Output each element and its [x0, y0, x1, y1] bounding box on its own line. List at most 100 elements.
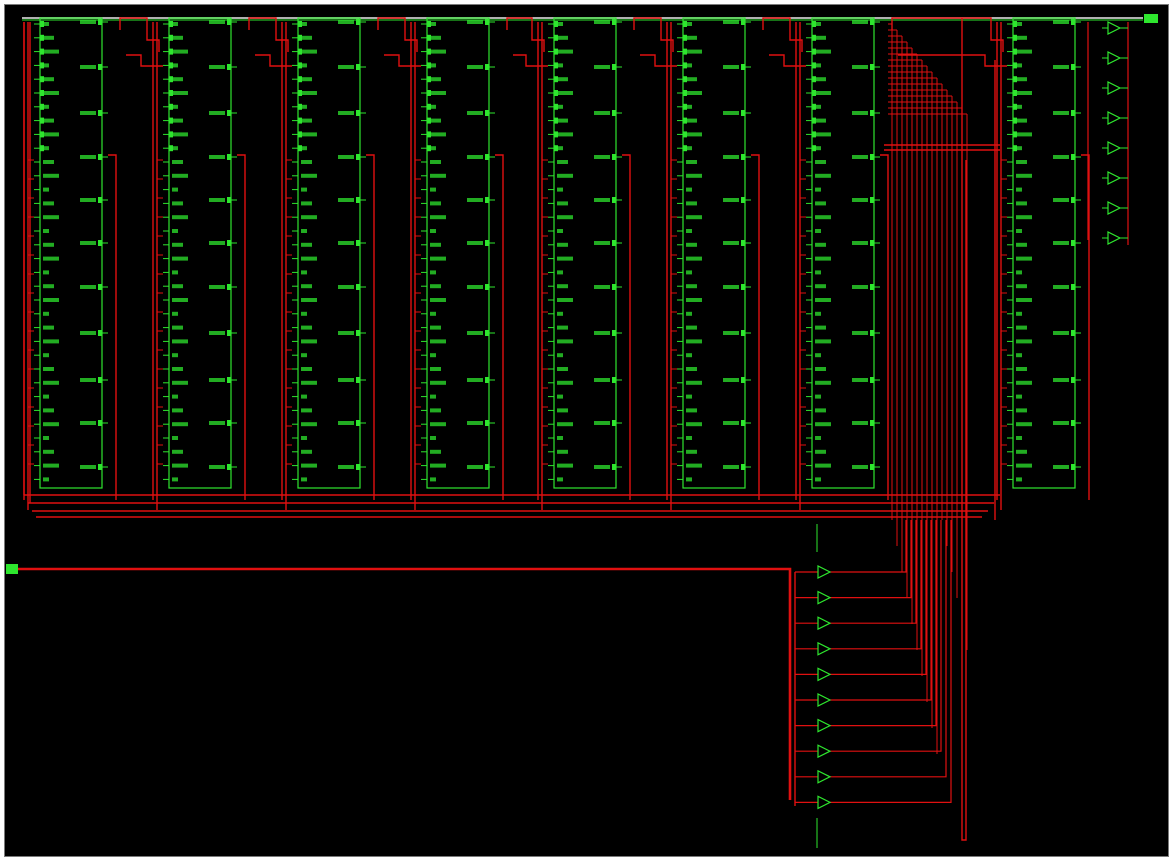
pin-square: [741, 377, 745, 383]
pin-square: [1013, 62, 1017, 69]
schematic-canvas[interactable]: [4, 4, 1169, 857]
pin-label-mark: [43, 118, 54, 123]
pin-square: [1071, 64, 1075, 70]
pin-label-mark: [815, 353, 821, 358]
pin-label-mark: [467, 111, 483, 115]
pin-label-mark: [686, 173, 702, 178]
pin-label-mark: [172, 229, 178, 233]
pin-square: [870, 197, 874, 203]
pin-square: [169, 34, 173, 41]
pin-square: [812, 131, 816, 138]
pin-square: [1071, 240, 1075, 246]
pin-square: [683, 103, 687, 110]
pin-square: [870, 420, 874, 426]
pin-label-mark: [815, 408, 826, 413]
cell-block: [34, 17, 108, 489]
buffer-output-wire: [830, 520, 942, 752]
pin-label-mark: [172, 408, 183, 413]
pin-square: [612, 330, 616, 336]
pin-square: [227, 284, 231, 290]
cell-block: [421, 17, 495, 489]
pin-square: [298, 21, 302, 27]
pin-label-mark: [338, 421, 354, 425]
pin-square: [485, 420, 489, 426]
pin-square: [554, 76, 558, 83]
pin-square: [356, 464, 360, 470]
pin-label-mark: [1016, 353, 1022, 358]
pin-label-mark: [815, 380, 831, 385]
pin-label-mark: [301, 201, 312, 206]
pin-label-mark: [557, 49, 573, 54]
chain-wire: [126, 54, 163, 67]
pin-label-mark: [430, 242, 441, 247]
pin-square: [683, 76, 687, 83]
pin-label-mark: [1016, 91, 1032, 95]
pin-label-mark: [1016, 118, 1027, 123]
pin-label-mark: [467, 285, 483, 289]
pin-label-mark: [852, 241, 868, 245]
pin-label-mark: [557, 436, 563, 440]
pin-label-mark: [301, 311, 307, 316]
pin-square: [741, 240, 745, 246]
buffer-triangle: [1107, 51, 1122, 65]
pin-label-mark: [172, 215, 188, 220]
pin-label-mark: [815, 91, 831, 95]
pin-square: [812, 34, 816, 41]
pin-label-mark: [301, 353, 307, 358]
pin-label-mark: [723, 111, 739, 115]
pin-label-mark: [301, 242, 312, 247]
pin-square: [356, 284, 360, 290]
buffer-output-wire: [830, 520, 927, 676]
pin-label-mark: [43, 325, 54, 330]
pin-label-mark: [1016, 284, 1027, 289]
pin-label-mark: [172, 35, 183, 40]
pin-label-mark: [430, 229, 436, 233]
pin-label-mark: [338, 285, 354, 289]
pin-square: [356, 240, 360, 246]
pin-label-mark: [43, 256, 59, 261]
pin-label-mark: [43, 63, 49, 68]
pin-square: [169, 103, 173, 110]
pin-square: [1013, 103, 1017, 110]
pin-label-mark: [723, 285, 739, 289]
pin-label-mark: [557, 394, 563, 399]
pin-square: [485, 284, 489, 290]
buffer-layer: [816, 21, 1128, 848]
pin-label-mark: [557, 160, 568, 164]
pin-square: [1013, 145, 1017, 152]
chain-wire: [769, 54, 806, 67]
pin-label-mark: [557, 339, 573, 344]
pin-label-mark: [815, 104, 821, 109]
pin-square: [227, 154, 231, 160]
pin-label-mark: [172, 436, 178, 440]
pin-label-mark: [467, 421, 483, 425]
pin-label-mark: [815, 477, 821, 482]
pin-label-mark: [301, 436, 307, 440]
pin-label-mark: [1053, 65, 1069, 69]
pin-label-mark: [686, 118, 697, 123]
wire-layer: [18, 17, 1143, 841]
pin-label-mark: [852, 198, 868, 202]
pin-square: [683, 21, 687, 27]
pin-label-mark: [815, 146, 821, 151]
pin-square: [683, 34, 687, 41]
pin-square: [554, 34, 558, 41]
pin-square: [169, 76, 173, 83]
cell-block: [1007, 17, 1081, 489]
pin-label-mark: [43, 22, 49, 26]
pin-square: [1013, 90, 1017, 96]
pin-label-mark: [557, 408, 568, 413]
pin-label-mark: [301, 422, 317, 427]
pin-label-mark: [338, 65, 354, 69]
cell-layer: [34, 17, 1081, 489]
pin-label-mark: [172, 242, 183, 247]
pin-square: [40, 131, 44, 138]
pin-label-mark: [80, 241, 96, 245]
pin-label-mark: [686, 242, 697, 247]
pin-label-mark: [43, 77, 54, 82]
pin-label-mark: [557, 256, 573, 261]
pin-label-mark: [815, 256, 831, 261]
pin-square: [812, 76, 816, 83]
pin-label-mark: [338, 378, 354, 382]
pin-label-mark: [172, 201, 183, 206]
